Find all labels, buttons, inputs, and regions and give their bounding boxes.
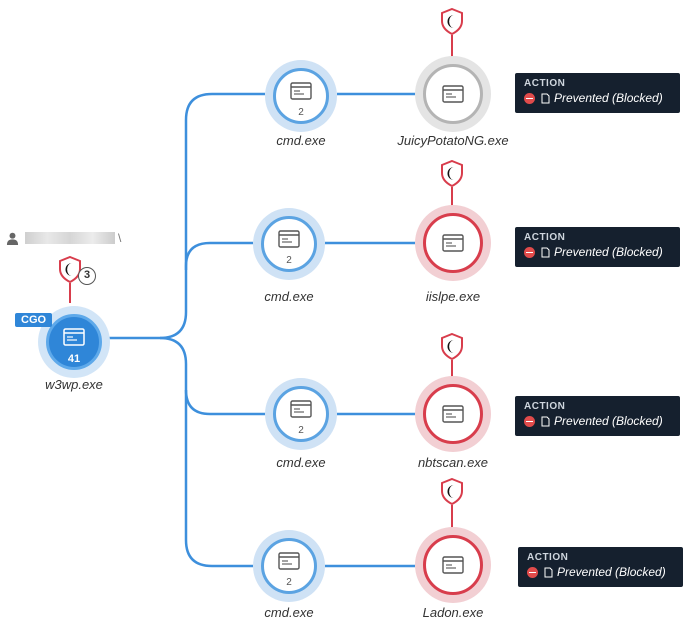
minus-circle-icon bbox=[524, 246, 535, 258]
action-panel-1: ACTION Prevented (Blocked) bbox=[515, 73, 680, 113]
user-suffix: \ bbox=[118, 231, 122, 245]
document-icon bbox=[541, 416, 550, 426]
action-panel-3: ACTION Prevented (Blocked) bbox=[515, 396, 680, 436]
child-count: 2 bbox=[298, 425, 304, 436]
process-label-cmd-3: cmd.exe bbox=[276, 455, 326, 470]
cgo-tag: CGO bbox=[15, 313, 53, 327]
process-label-cmd-4: cmd.exe bbox=[264, 605, 314, 620]
process-node-cmd-3[interactable]: 2 bbox=[265, 378, 337, 450]
action-title: ACTION bbox=[527, 552, 569, 563]
alert-pin bbox=[451, 505, 453, 529]
shield-icon[interactable] bbox=[440, 160, 464, 187]
process-node-iislpe[interactable] bbox=[415, 205, 491, 281]
process-node-w3wp[interactable]: 41 bbox=[38, 306, 110, 378]
alert-pin bbox=[451, 187, 453, 207]
window-icon bbox=[442, 556, 464, 574]
process-node-ladon[interactable] bbox=[415, 527, 491, 603]
action-title: ACTION bbox=[524, 232, 566, 243]
user-account: \ bbox=[6, 231, 121, 245]
child-count: 2 bbox=[286, 577, 292, 588]
action-panel-2: ACTION Prevented (Blocked) bbox=[515, 227, 680, 267]
alert-pin bbox=[69, 283, 71, 303]
redacted-username bbox=[25, 232, 115, 244]
window-icon bbox=[442, 405, 464, 423]
process-label-cmd-1: cmd.exe bbox=[276, 133, 326, 148]
document-icon bbox=[544, 567, 553, 577]
process-label-juicypotatong: JuicyPotatoNG.exe bbox=[397, 133, 509, 148]
edge-root-trunk bbox=[102, 92, 265, 340]
action-title: ACTION bbox=[524, 401, 566, 412]
process-node-juicypotatong[interactable] bbox=[415, 56, 491, 132]
document-icon bbox=[541, 247, 550, 257]
alert-pin bbox=[451, 360, 453, 378]
process-label-w3wp: w3wp.exe bbox=[45, 377, 103, 392]
alert-count-badge[interactable]: 3 bbox=[78, 267, 96, 285]
window-icon bbox=[442, 85, 464, 103]
edge-root-branch-2 bbox=[184, 241, 253, 270]
process-label-ladon: Ladon.exe bbox=[422, 605, 484, 620]
user-icon bbox=[6, 232, 19, 245]
edge-root-branch-3 bbox=[159, 336, 265, 416]
child-count: 2 bbox=[298, 107, 304, 118]
process-node-nbtscan[interactable] bbox=[415, 376, 491, 452]
edge-root-branch-4 bbox=[184, 390, 253, 568]
shield-icon[interactable] bbox=[440, 8, 464, 35]
minus-circle-icon bbox=[524, 92, 535, 104]
shield-icon[interactable] bbox=[440, 478, 464, 505]
action-status: Prevented (Blocked) bbox=[554, 245, 663, 259]
minus-circle-icon bbox=[524, 415, 535, 427]
process-label-iislpe: iislpe.exe bbox=[425, 289, 481, 304]
child-count: 2 bbox=[286, 255, 292, 266]
action-status: Prevented (Blocked) bbox=[557, 565, 666, 579]
alert-pin bbox=[451, 35, 453, 57]
window-icon bbox=[278, 230, 300, 248]
window-icon bbox=[63, 328, 85, 346]
process-node-cmd-4[interactable]: 2 bbox=[253, 530, 325, 602]
window-icon bbox=[290, 82, 312, 100]
child-count: 41 bbox=[67, 353, 81, 365]
document-icon bbox=[541, 93, 550, 103]
action-panel-4: ACTION Prevented (Blocked) bbox=[518, 547, 683, 587]
process-label-cmd-2: cmd.exe bbox=[264, 289, 314, 304]
process-label-nbtscan: nbtscan.exe bbox=[417, 455, 489, 470]
window-icon bbox=[442, 234, 464, 252]
action-status: Prevented (Blocked) bbox=[554, 91, 663, 105]
action-status: Prevented (Blocked) bbox=[554, 414, 663, 428]
window-icon bbox=[278, 552, 300, 570]
shield-icon[interactable] bbox=[440, 333, 464, 360]
action-title: ACTION bbox=[524, 78, 566, 89]
window-icon bbox=[290, 400, 312, 418]
minus-circle-icon bbox=[527, 566, 538, 578]
process-node-cmd-1[interactable]: 2 bbox=[265, 60, 337, 132]
process-node-cmd-2[interactable]: 2 bbox=[253, 208, 325, 280]
